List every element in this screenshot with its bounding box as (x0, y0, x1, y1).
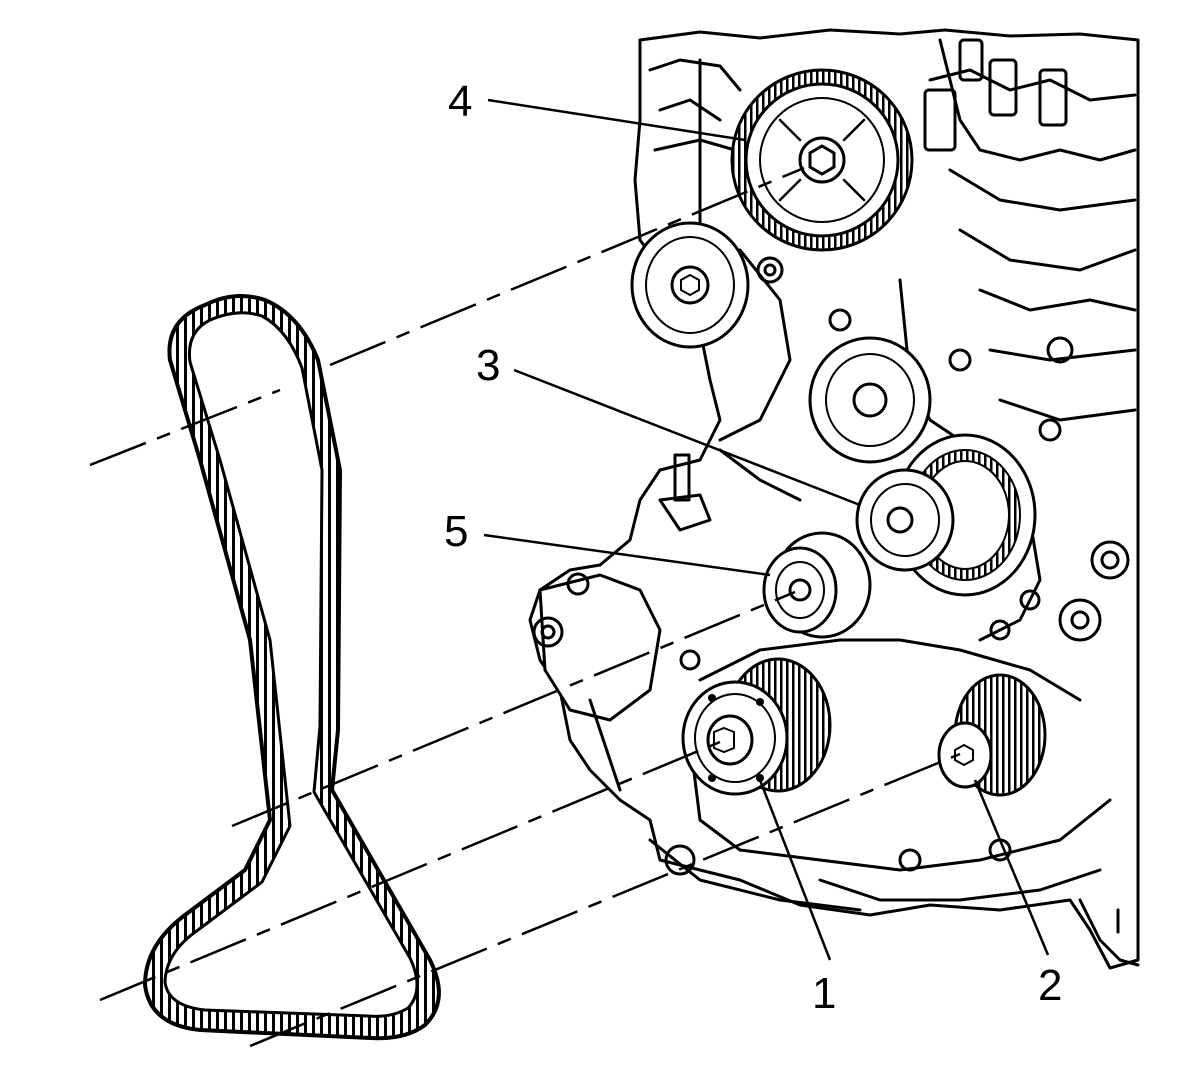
alignment-lines (89, 166, 961, 1048)
camshaft-sprocket (730, 68, 914, 252)
callout-3: 3 (476, 341, 500, 390)
callout-1: 1 (812, 969, 836, 1018)
water-pump-pulley (762, 531, 872, 639)
crankshaft-sprocket (681, 657, 832, 796)
middle-idler-pulley (808, 336, 932, 464)
callout-5: 5 (444, 507, 468, 556)
belt-tensioner (855, 433, 1037, 597)
injection-pump-sprocket (937, 673, 1047, 797)
callout-2: 2 (1038, 961, 1062, 1010)
timing-belt (143, 294, 441, 1041)
callout-4: 4 (448, 77, 472, 126)
leader-lines (483, 98, 1050, 961)
upper-idler-pulley (630, 221, 750, 349)
